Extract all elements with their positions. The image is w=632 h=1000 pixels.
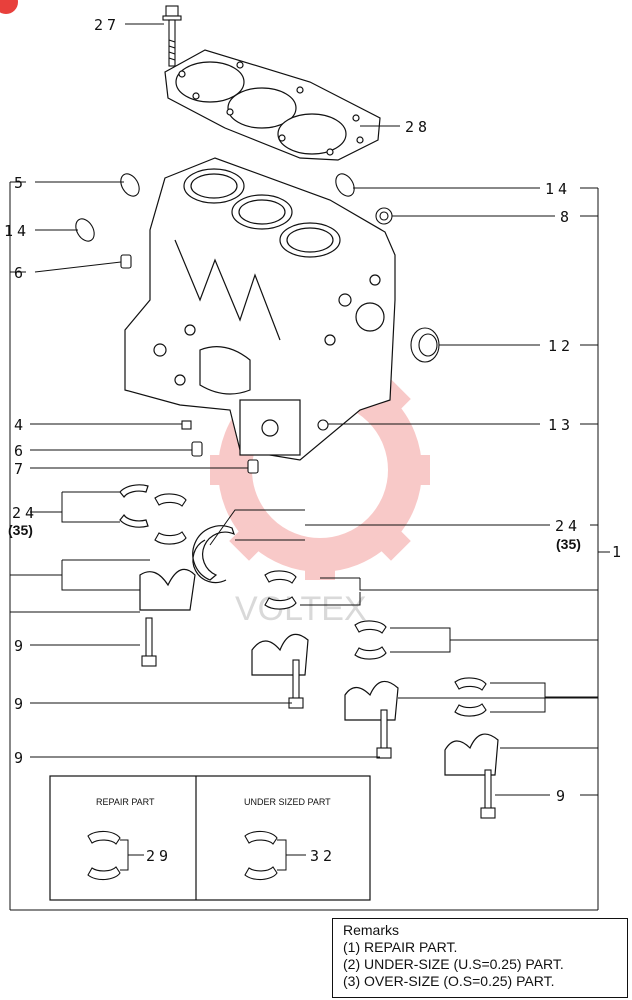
cap-bolts bbox=[141, 617, 496, 819]
remarks-box: Remarks (1) REPAIR PART. (2) UNDER-SIZE … bbox=[332, 918, 628, 998]
callout-24-left: 24 bbox=[12, 504, 38, 522]
callout-7: 7 bbox=[14, 460, 27, 478]
remarks-line-1: (1) REPAIR PART. bbox=[343, 939, 458, 955]
note-35-left: (35) bbox=[8, 522, 33, 538]
dowel-6a bbox=[120, 254, 132, 269]
head-bolt bbox=[162, 5, 182, 67]
callout-27: 27 bbox=[94, 16, 120, 34]
inset-leaders bbox=[120, 839, 306, 871]
callout-6-top: 6 bbox=[14, 264, 27, 282]
callout-5: 5 bbox=[14, 174, 27, 192]
callout-9-a: 9 bbox=[14, 637, 27, 655]
callout-12: 12 bbox=[548, 337, 574, 355]
note-35-right: (35) bbox=[556, 536, 581, 552]
plug-7 bbox=[247, 459, 259, 474]
callout-32: 32 bbox=[310, 847, 336, 865]
repair-bearing-shells bbox=[87, 830, 121, 881]
callout-6-bottom: 6 bbox=[14, 442, 27, 460]
bearing-shells bbox=[154, 493, 487, 717]
callout-14-left: 14 bbox=[4, 222, 30, 240]
callout-1: 1 bbox=[612, 543, 625, 561]
plug-8 bbox=[375, 207, 393, 225]
callout-29: 29 bbox=[146, 847, 172, 865]
plug-6b bbox=[191, 441, 203, 457]
remarks-line-2: (2) UNDER-SIZE (U.S=0.25) PART. bbox=[343, 956, 564, 972]
thrust-washer-left bbox=[119, 484, 149, 528]
cylinder-block bbox=[124, 157, 396, 461]
corner-mark-icon bbox=[0, 0, 18, 14]
callout-8: 8 bbox=[560, 208, 573, 226]
leader-lines bbox=[9, 23, 610, 911]
callout-28: 28 bbox=[405, 118, 431, 136]
callout-9-d: 9 bbox=[556, 787, 569, 805]
callout-4: 4 bbox=[14, 416, 27, 434]
repair-part-title: REPAIR PART bbox=[96, 797, 155, 807]
callout-13: 13 bbox=[548, 416, 574, 434]
callout-9-b: 9 bbox=[14, 695, 27, 713]
head-gasket bbox=[164, 49, 381, 161]
expansion-plug-14a bbox=[75, 218, 95, 242]
remarks-title: Remarks bbox=[343, 922, 400, 938]
callout-24-right: 24 bbox=[555, 517, 581, 535]
bushing-12 bbox=[410, 327, 440, 363]
inset-box bbox=[49, 775, 371, 901]
undersize-bearing-shells bbox=[244, 830, 278, 881]
plug-13 bbox=[317, 419, 329, 431]
remarks-line-3: (3) OVER-SIZE (O.S=0.25) PART. bbox=[343, 973, 555, 989]
watermark-text: VOLTEX bbox=[235, 590, 367, 628]
expansion-plug-14b bbox=[335, 173, 355, 197]
callout-14-right: 14 bbox=[545, 180, 571, 198]
undersize-part-title: UNDER SIZED PART bbox=[244, 797, 331, 807]
expansion-plug-5 bbox=[120, 173, 140, 197]
callout-9-c: 9 bbox=[14, 749, 27, 767]
pin-4 bbox=[181, 420, 192, 430]
thrust-washer-right bbox=[192, 525, 235, 584]
